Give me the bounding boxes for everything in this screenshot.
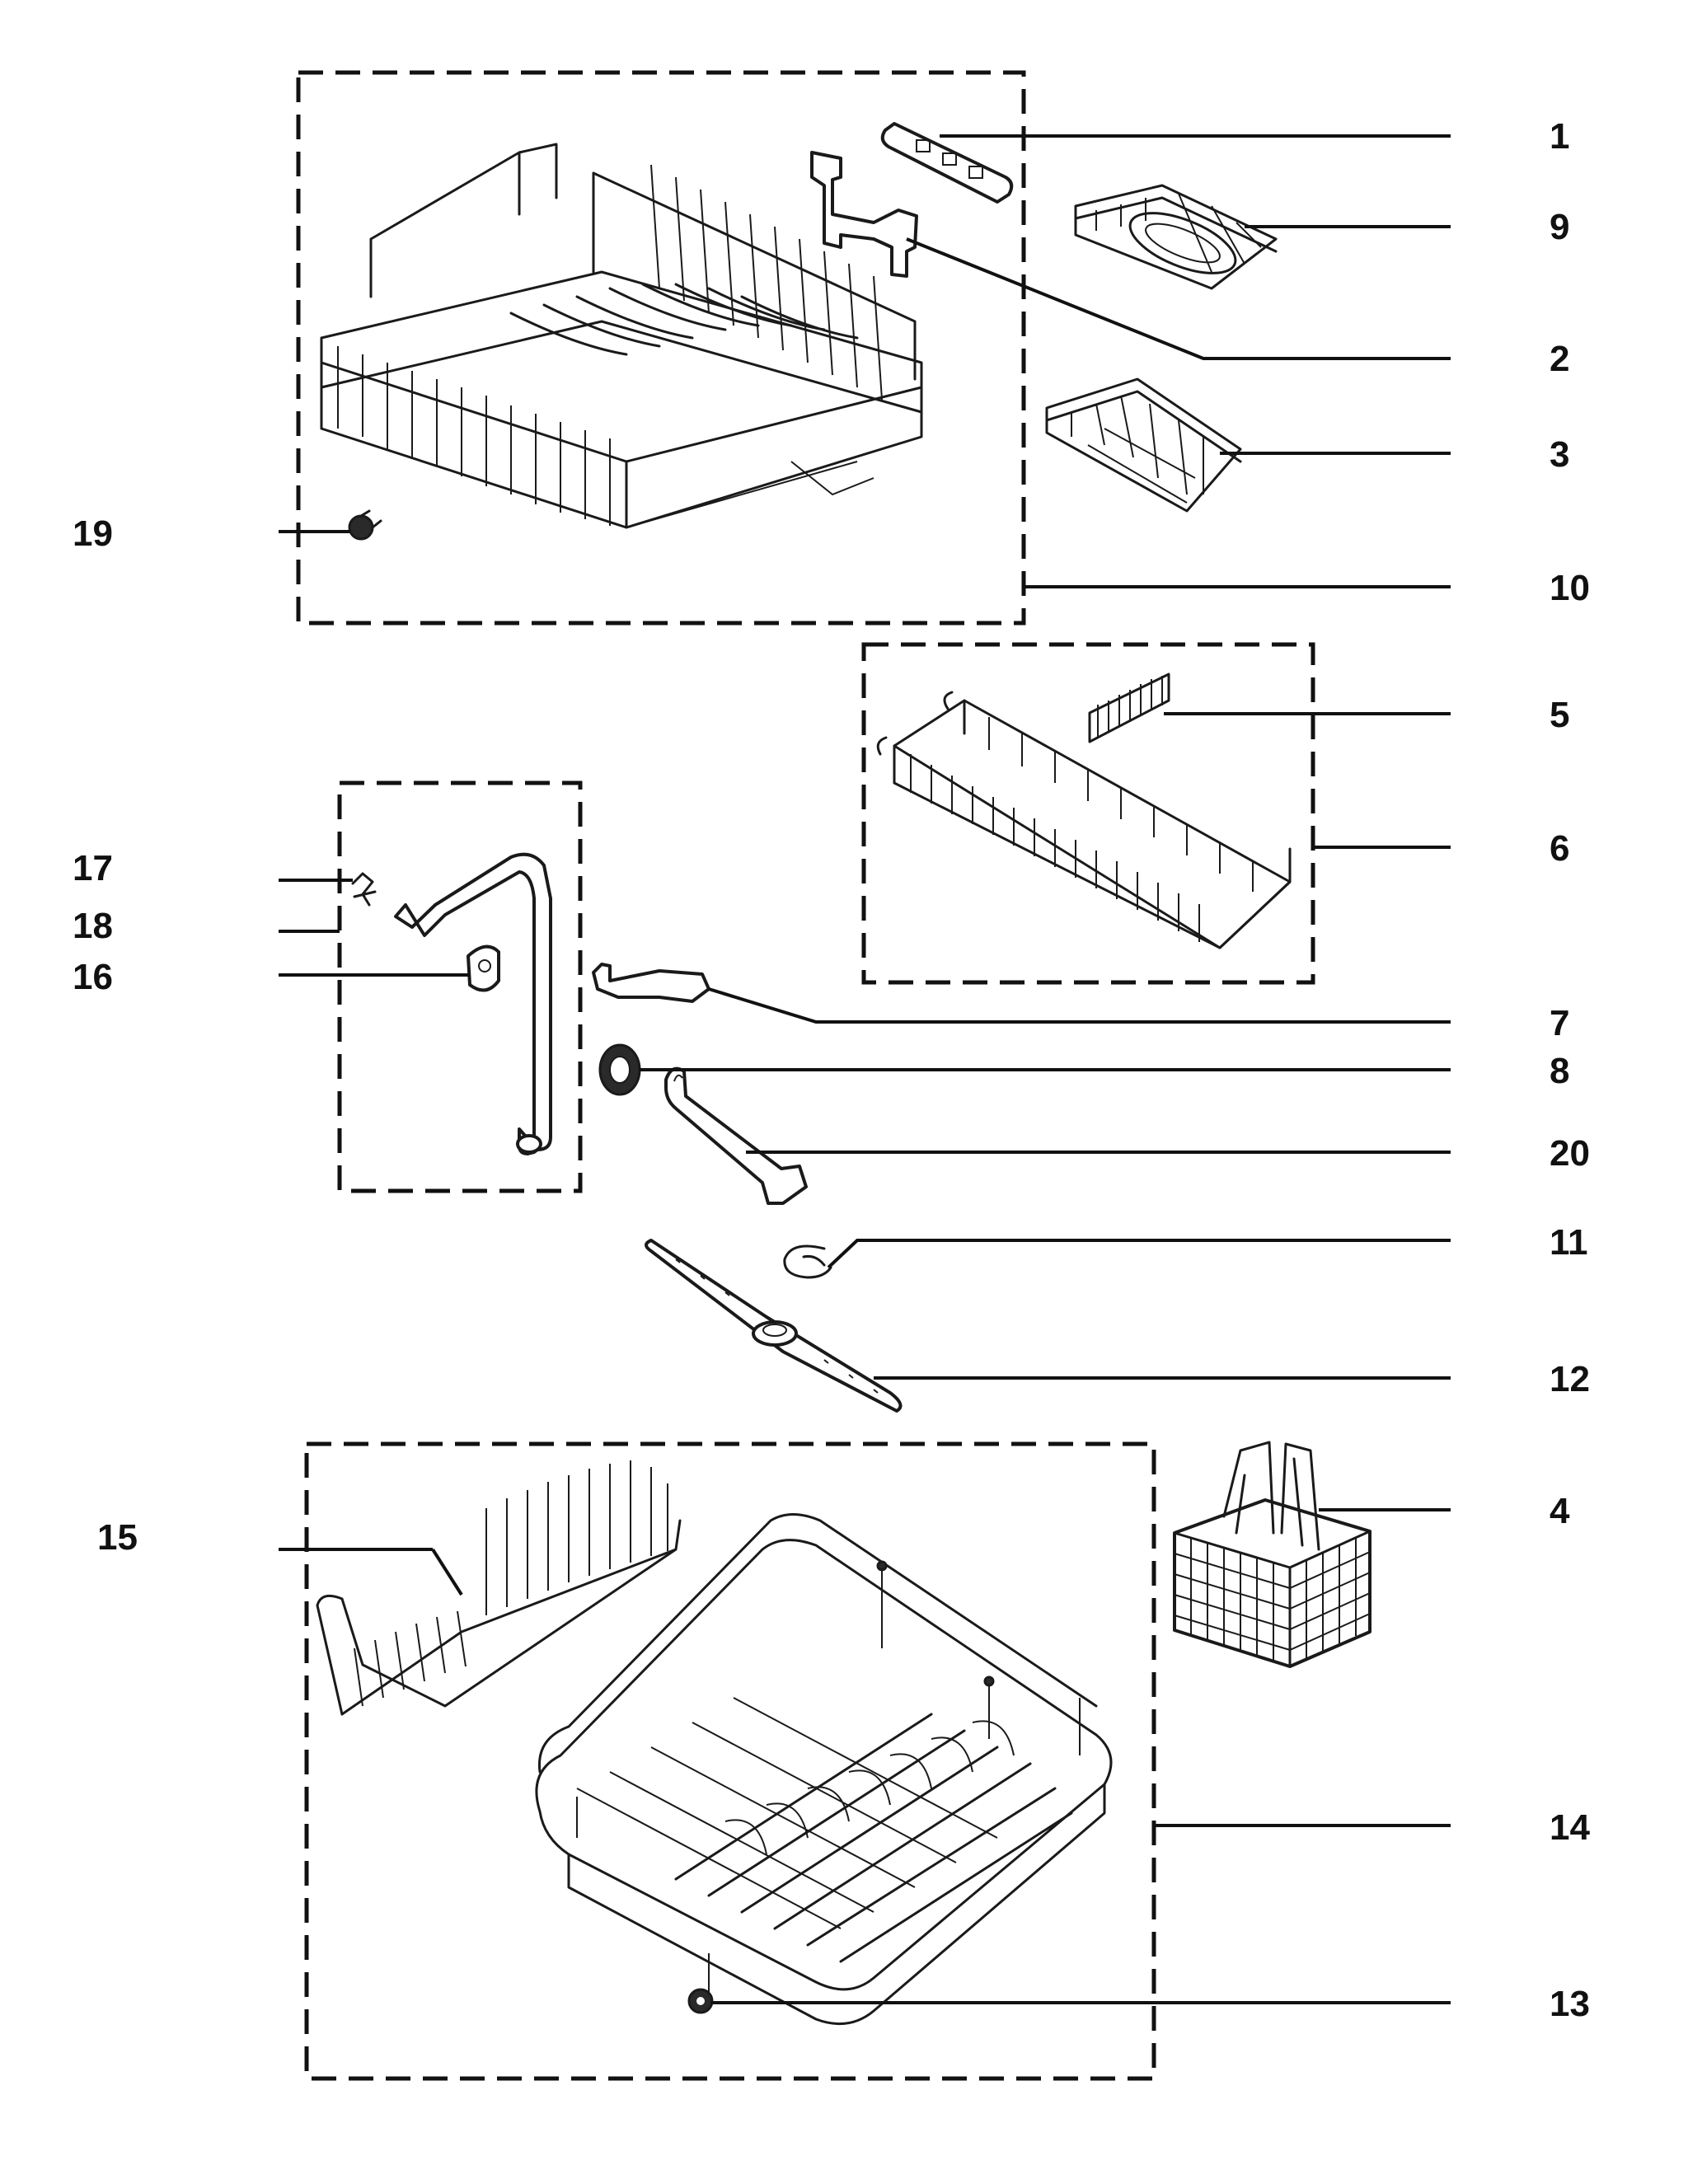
clip-icon	[351, 872, 377, 907]
callout-18: 18	[73, 906, 113, 946]
nut-icon	[598, 1043, 641, 1096]
callout-5: 5	[1550, 695, 1569, 735]
mount-bracket-icon	[592, 963, 710, 1003]
callout-2: 2	[1550, 339, 1569, 379]
callout-9: 9	[1550, 207, 1569, 247]
supply-tube-group-box	[337, 780, 583, 1193]
callout-17: 17	[73, 848, 113, 888]
upper-rack-group-box	[296, 70, 1026, 626]
callout-11: 11	[1550, 1222, 1588, 1263]
wheel-icon	[348, 509, 382, 541]
callout-6: 6	[1550, 828, 1569, 869]
callout-20: 20	[1550, 1133, 1590, 1174]
callout-15: 15	[97, 1517, 138, 1558]
lower-rack-group-box	[304, 1441, 1156, 2081]
spray-arm-icon	[645, 1239, 903, 1413]
callout-19: 19	[73, 513, 113, 554]
cup-shelf-icon	[1074, 184, 1278, 290]
callout-3: 3	[1550, 434, 1569, 475]
callout-8: 8	[1550, 1051, 1569, 1091]
cutlery-basket-icon	[1173, 1441, 1372, 1668]
tine-rack-icon	[1045, 377, 1242, 513]
supply-tube-icon	[394, 852, 552, 1155]
comb-insert-icon	[1088, 673, 1170, 743]
callout-4: 4	[1550, 1491, 1570, 1531]
fold-tine-icon	[316, 1460, 682, 1716]
callout-16: 16	[73, 957, 113, 997]
callout-7: 7	[1550, 1003, 1569, 1043]
rail-bracket-icon	[810, 151, 918, 278]
callout-10: 10	[1550, 568, 1590, 608]
callout-14: 14	[1550, 1807, 1590, 1848]
wheel-icon	[687, 1988, 714, 2014]
leader-lines	[279, 134, 1451, 2004]
upper-rack-icon	[320, 143, 923, 529]
long-basket-icon	[876, 691, 1292, 949]
spray-arm-pipe-icon	[664, 1066, 808, 1205]
callout-13: 13	[1550, 1984, 1590, 2024]
lower-rack-icon	[535, 1513, 1113, 2026]
callout-1: 1	[1550, 116, 1569, 157]
basket-group-box	[861, 642, 1315, 985]
bracket-plate-icon	[880, 122, 1014, 204]
clip-ring-icon	[783, 1244, 832, 1279]
gasket-icon	[467, 944, 500, 992]
callout-12: 12	[1550, 1359, 1590, 1399]
